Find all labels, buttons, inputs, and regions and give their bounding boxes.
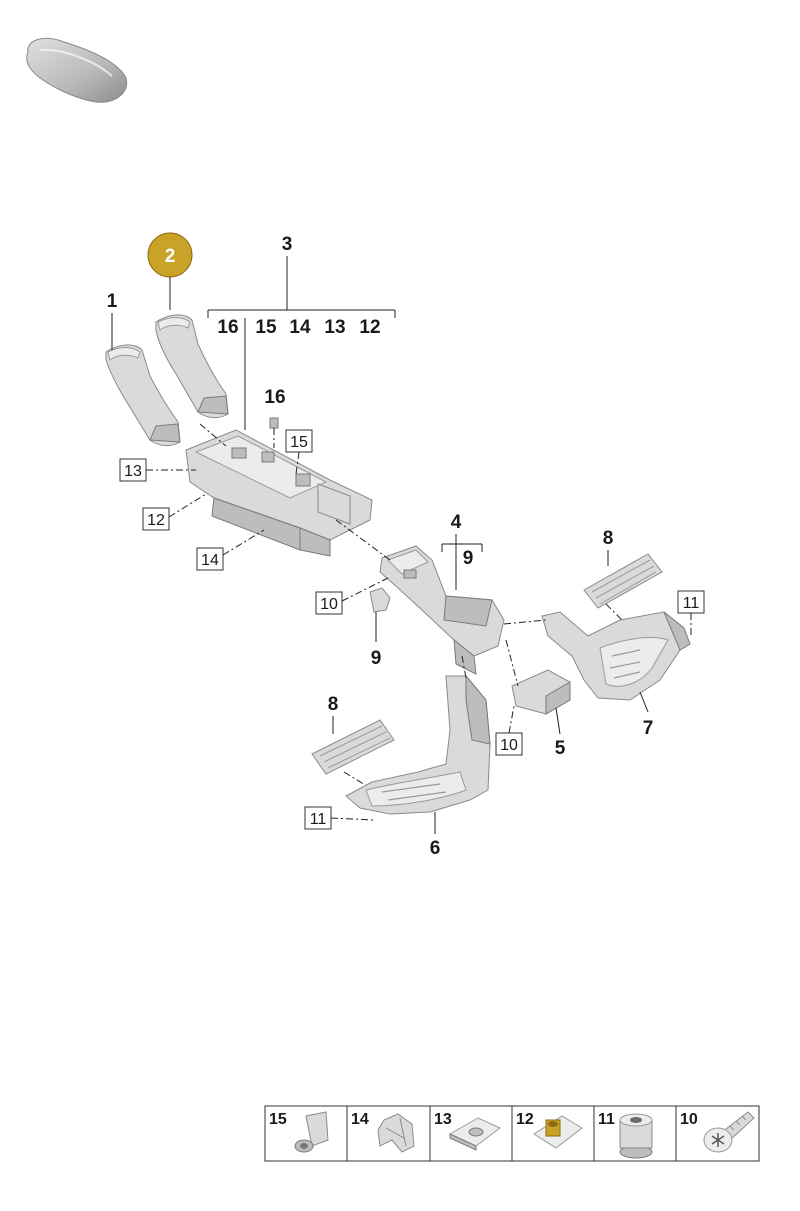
callout-3: 3 — [282, 234, 293, 255]
group3-item-2: 14 — [289, 317, 311, 338]
legend-number-3: 12 — [516, 1111, 534, 1128]
legend-number-0: 15 — [269, 1111, 287, 1128]
callout-1: 1 — [107, 291, 118, 312]
legend-number-4: 11 — [598, 1111, 615, 1128]
callout-5: 5 — [555, 738, 566, 759]
legend-number-2: 13 — [434, 1111, 452, 1128]
legend-number-5: 10 — [680, 1111, 698, 1128]
speed-nut-icon — [533, 1115, 583, 1149]
footwell-duct-6 — [345, 674, 491, 815]
callout-4: 4 — [451, 512, 462, 533]
duct-piece-5 — [511, 669, 571, 715]
callout-9: 9 — [371, 648, 382, 669]
callout-7: 7 — [643, 718, 654, 739]
callout-14-box: 14 — [201, 552, 219, 569]
callout-10-box-b: 10 — [500, 737, 518, 754]
callout-16: 16 — [264, 387, 285, 408]
spring-clip-icon — [377, 1113, 415, 1153]
callout-11-box-left: 11 — [310, 811, 327, 828]
callout-12-box: 12 — [147, 512, 165, 529]
car-body-icon — [26, 37, 128, 103]
expanding-rivet-icon — [294, 1111, 329, 1153]
grille-8-left — [311, 719, 395, 775]
group3-item-0: 16 — [217, 317, 238, 338]
callout-10-box-a: 10 — [320, 596, 338, 613]
air-duct-1 — [105, 344, 181, 447]
grille-8-right — [583, 553, 663, 609]
callout-13-box: 13 — [124, 463, 142, 480]
torx-screw-icon — [703, 1111, 755, 1153]
air-duct-2 — [155, 314, 229, 419]
group3-item-4: 12 — [359, 317, 380, 338]
callout-8-right: 8 — [603, 528, 614, 549]
callout-11-box-right: 11 — [683, 595, 700, 612]
callout-8-left: 8 — [328, 694, 339, 715]
plastic-nut-icon — [619, 1113, 653, 1159]
fastener-legend: 15 14 13 12 11 10 — [264, 1105, 760, 1162]
highlight-badge[interactable]: 2 — [147, 232, 193, 278]
small-bracket-9 — [369, 587, 391, 613]
group3-item-1: 15 — [255, 317, 277, 338]
group4-item: 9 — [463, 548, 474, 569]
callout-15-box: 15 — [290, 434, 308, 451]
flat-clip-nut-icon — [448, 1117, 501, 1151]
center-duct-4 — [379, 545, 505, 675]
group3-item-3: 13 — [324, 317, 345, 338]
carrier-frame-3 — [185, 429, 373, 557]
legend-number-1: 14 — [351, 1111, 369, 1128]
highlight-label: 2 — [165, 246, 176, 267]
footwell-duct-7 — [541, 611, 691, 701]
callout-6: 6 — [430, 838, 441, 859]
